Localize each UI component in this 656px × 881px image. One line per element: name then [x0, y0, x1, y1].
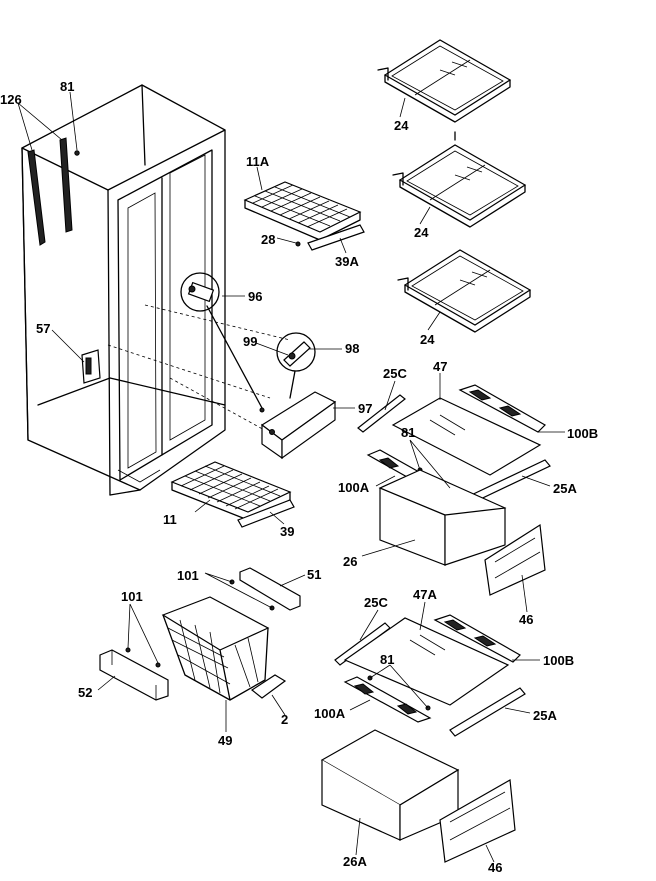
frame-100a-lower	[343, 676, 432, 723]
bracket-98-detail	[276, 332, 316, 372]
callout-25c-upper: 25C	[383, 366, 407, 381]
crisper-front-46-lower	[439, 779, 516, 863]
callout-100a-upper: 100A	[338, 480, 370, 495]
callout-81-mid: 81	[401, 425, 415, 440]
crisper-drawer-26	[378, 469, 507, 566]
callout-100b-lower: 100B	[543, 653, 574, 668]
callout-101-a: 101	[177, 568, 199, 583]
leader-98-base	[289, 370, 296, 399]
callout-101-b: 101	[121, 589, 143, 604]
callout-51: 51	[307, 567, 321, 582]
glass-shelf-24-top	[377, 39, 512, 123]
callout-98: 98	[345, 341, 359, 356]
wire-basket-49	[161, 596, 270, 701]
callout-26: 26	[343, 554, 357, 569]
callout-24-middle: 24	[414, 225, 429, 240]
screw-81-top	[74, 150, 80, 156]
crisper-support-97	[259, 391, 337, 460]
rail-25a-lower	[449, 687, 526, 737]
callout-2: 2	[281, 712, 288, 727]
callout-126: 126	[0, 92, 22, 107]
door-trim-strips	[27, 137, 73, 246]
callout-11: 11	[163, 512, 177, 527]
glass-shelf-24-middle	[392, 144, 527, 228]
callout-46-upper: 46	[519, 612, 533, 627]
rail-51	[239, 567, 301, 611]
crisper-drawer-26a	[320, 729, 460, 841]
glass-cover-47	[391, 397, 542, 476]
rail-2	[250, 674, 287, 699]
callout-24-top: 24	[394, 118, 409, 133]
leader-96-base	[206, 305, 263, 409]
bracket-52	[99, 649, 169, 701]
part-57-slot	[85, 357, 92, 375]
callout-52: 52	[78, 685, 92, 700]
callout-57: 57	[36, 321, 50, 336]
callout-25a-upper: 25A	[553, 481, 577, 496]
crisper-front-46-upper	[484, 523, 546, 596]
callout-97: 97	[358, 401, 372, 416]
callout-96: 96	[248, 289, 262, 304]
screw-101-b1	[125, 647, 131, 653]
callout-99: 99	[243, 334, 257, 349]
frame-100b-upper	[458, 384, 546, 433]
rail-39a	[307, 224, 365, 251]
callout-24-bottom: 24	[420, 332, 435, 347]
callout-25a-lower: 25A	[533, 708, 557, 723]
rail-39	[237, 499, 295, 528]
bracket-96-detail	[180, 272, 220, 312]
callout-39: 39	[280, 524, 294, 539]
callout-25c-lower: 25C	[364, 595, 388, 610]
callout-100b-upper: 100B	[567, 426, 598, 441]
callout-47: 47	[433, 359, 447, 374]
callout-39a: 39A	[335, 254, 359, 269]
callout-28: 28	[261, 232, 275, 247]
callout-26a: 26A	[343, 854, 367, 869]
callout-46-lower: 46	[488, 860, 502, 875]
glass-shelf-24-bottom	[397, 249, 532, 333]
leader-lines	[17, 91, 565, 863]
wire-shelf-11	[170, 461, 292, 521]
callout-49: 49	[218, 733, 232, 748]
callout-47a: 47A	[413, 587, 437, 602]
callout-100a-lower: 100A	[314, 706, 346, 721]
callout-81-top: 81	[60, 79, 74, 94]
refrigerator-cabinet	[21, 84, 291, 496]
screw-101-b2	[155, 662, 161, 668]
callout-11a: 11A	[246, 154, 270, 169]
callout-81-low: 81	[380, 652, 394, 667]
glass-cover-47a	[343, 617, 510, 706]
screw-28	[295, 241, 301, 247]
frame-100b-lower	[433, 614, 521, 663]
